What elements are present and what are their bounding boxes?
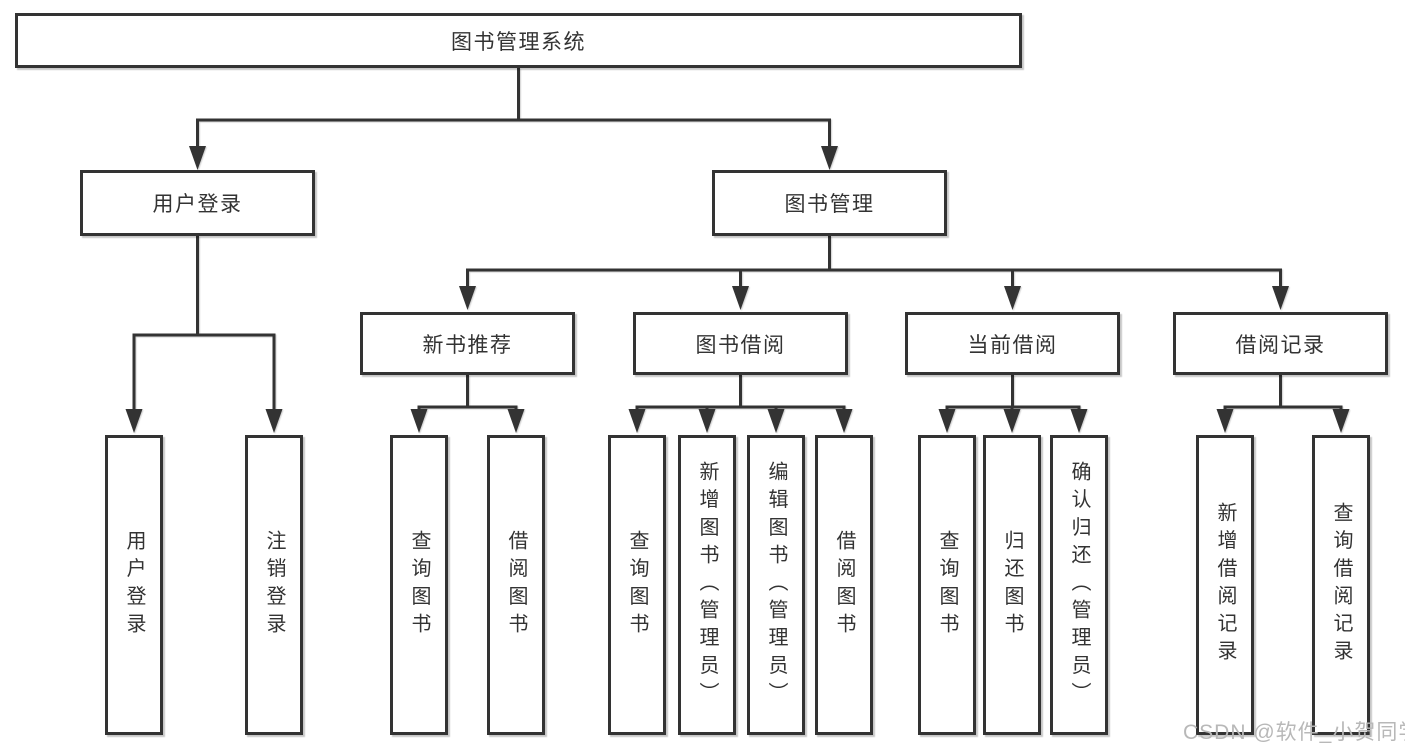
leaf-query-borrow-record: 查询借阅记录	[1312, 435, 1370, 735]
arrowhead	[507, 409, 525, 433]
arrowhead	[938, 409, 956, 433]
arrowhead	[628, 409, 646, 433]
arrowhead	[1272, 286, 1289, 310]
connector-book-borrow-to-leaves	[628, 375, 853, 433]
leaf-edit-book-admin: 编辑图书（管理员）	[747, 435, 805, 735]
arrowhead	[698, 409, 716, 433]
arrowhead	[265, 409, 283, 433]
arrowhead	[189, 146, 206, 170]
leaf-borrow-books-recommend: 借阅图书	[487, 435, 545, 735]
leaf-query-books-current: 查询图书	[918, 435, 976, 735]
leaf-return-books: 归还图书	[983, 435, 1041, 735]
arrowhead	[410, 409, 428, 433]
arrowhead	[835, 409, 853, 433]
arrowhead	[1332, 409, 1350, 433]
connector-new-book-recommend-to-leaves	[410, 375, 525, 433]
arrowhead	[1003, 409, 1021, 433]
node-new-book-recommend: 新书推荐	[360, 312, 575, 375]
node-current-borrow: 当前借阅	[905, 312, 1120, 375]
leaf-logout: 注销登录	[245, 435, 303, 735]
node-root: 图书管理系统	[15, 13, 1022, 68]
leaf-borrow-books: 借阅图书	[815, 435, 873, 735]
arrowhead	[1216, 409, 1234, 433]
arrowhead	[459, 286, 476, 310]
leaf-add-borrow-record: 新增借阅记录	[1196, 435, 1254, 735]
arrowhead	[767, 409, 785, 433]
arrowhead	[821, 146, 838, 170]
arrowhead	[732, 286, 749, 310]
connector-root-to-level1	[189, 68, 838, 170]
connector-user-login-to-leaves	[125, 236, 283, 433]
leaf-query-books-recommend: 查询图书	[390, 435, 448, 735]
arrowhead	[125, 409, 143, 433]
leaf-user-login: 用户登录	[105, 435, 163, 735]
connector-borrow-records-to-leaves	[1216, 375, 1350, 433]
node-book-borrow: 图书借阅	[633, 312, 848, 375]
connector-current-borrow-to-leaves	[938, 375, 1088, 433]
arrowhead	[1070, 409, 1088, 433]
watermark-text: CSDN @软件_小贺同学	[1183, 721, 1405, 744]
leaf-add-book-admin: 新增图书（管理员）	[678, 435, 736, 735]
node-book-management: 图书管理	[712, 170, 947, 236]
leaf-confirm-return-admin: 确认归还（管理员）	[1050, 435, 1108, 735]
node-borrow-records: 借阅记录	[1173, 312, 1388, 375]
node-user-login: 用户登录	[80, 170, 315, 236]
connector-book-management-to-level2	[459, 236, 1289, 310]
arrowhead	[1004, 286, 1021, 310]
leaf-query-books-borrow: 查询图书	[608, 435, 666, 735]
